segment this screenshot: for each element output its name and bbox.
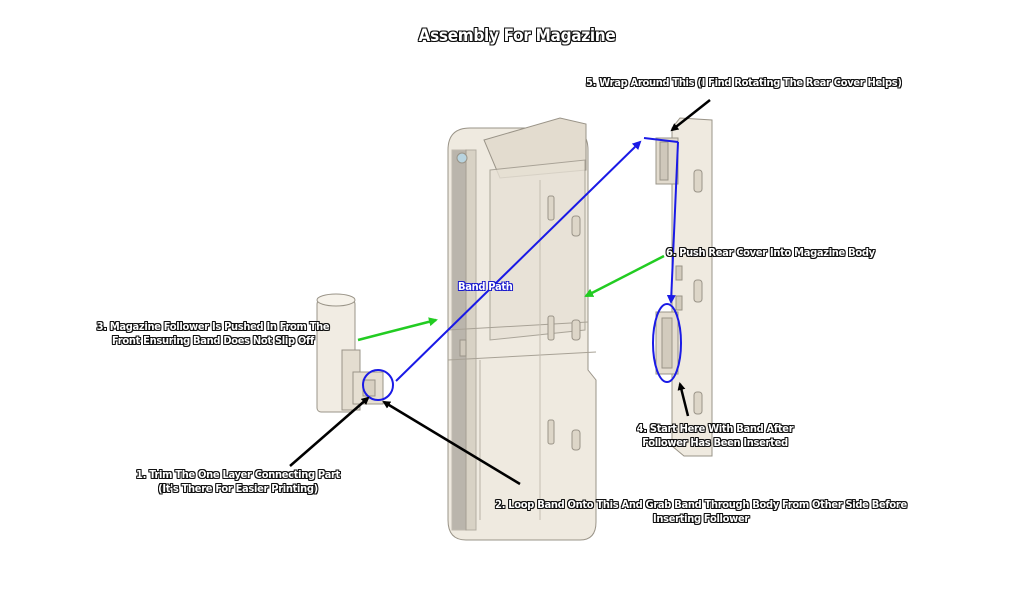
step2-label: 2. Loop Band Onto This And Grab Band Thr… <box>476 498 926 526</box>
pointer-arrows <box>289 99 711 486</box>
magazine-body <box>447 117 597 541</box>
step1-line1: 1. Trim The One Layer Connecting Part <box>136 468 340 481</box>
step3-label: 3. Magazine Follower Is Pushed In From T… <box>82 320 344 348</box>
step1-line2: (It's There For Easier Printing) <box>158 482 318 495</box>
step3-line2: Front Ensuring Band Does Not Slip Off <box>111 334 315 347</box>
step2-line1: 2. Loop Band Onto This And Grab Band Thr… <box>495 498 907 511</box>
step5-label: 5. Wrap Around This (I Find Rotating The… <box>586 76 902 90</box>
step6-label: 6. Push Rear Cover Into Magazine Body <box>666 246 875 260</box>
step2-pointer-arrow <box>382 400 521 486</box>
step2-line2: Inserting Follower <box>653 512 749 525</box>
step1-label: 1. Trim The One Layer Connecting Part (I… <box>118 468 358 496</box>
step3-line1: 3. Magazine Follower Is Pushed In From T… <box>96 320 330 333</box>
step4-label: 4. Start Here With Band After Follower H… <box>620 422 810 450</box>
rear-cover <box>655 117 713 457</box>
step5-pointer-arrow <box>670 99 711 132</box>
step1-pointer-arrow <box>289 396 370 467</box>
step4-line2: Follower Has Been Inserted <box>642 436 788 449</box>
band-path-label: Band Path <box>458 280 513 293</box>
band-path <box>362 137 682 401</box>
diagram-title: Assembly For Magazine <box>418 26 616 46</box>
step5-line1: 5. Wrap Around This (I Find Rotating The… <box>586 76 902 89</box>
step6-line1: 6. Push Rear Cover Into Magazine Body <box>666 246 875 259</box>
step4-pointer-arrow <box>677 382 690 417</box>
band-path-line-down <box>666 141 679 304</box>
band-path-line-main <box>395 140 642 382</box>
push-arrows <box>357 254 665 342</box>
rear-cover-push-arrow <box>584 254 665 298</box>
band-rear-cover-loop-marker <box>652 303 682 383</box>
band-path-line-top <box>643 137 679 143</box>
follower-push-arrow <box>357 317 438 342</box>
magazine-follower <box>316 293 384 413</box>
band-start-loop-marker <box>362 369 394 401</box>
step4-line1: 4. Start Here With Band After <box>636 422 794 435</box>
